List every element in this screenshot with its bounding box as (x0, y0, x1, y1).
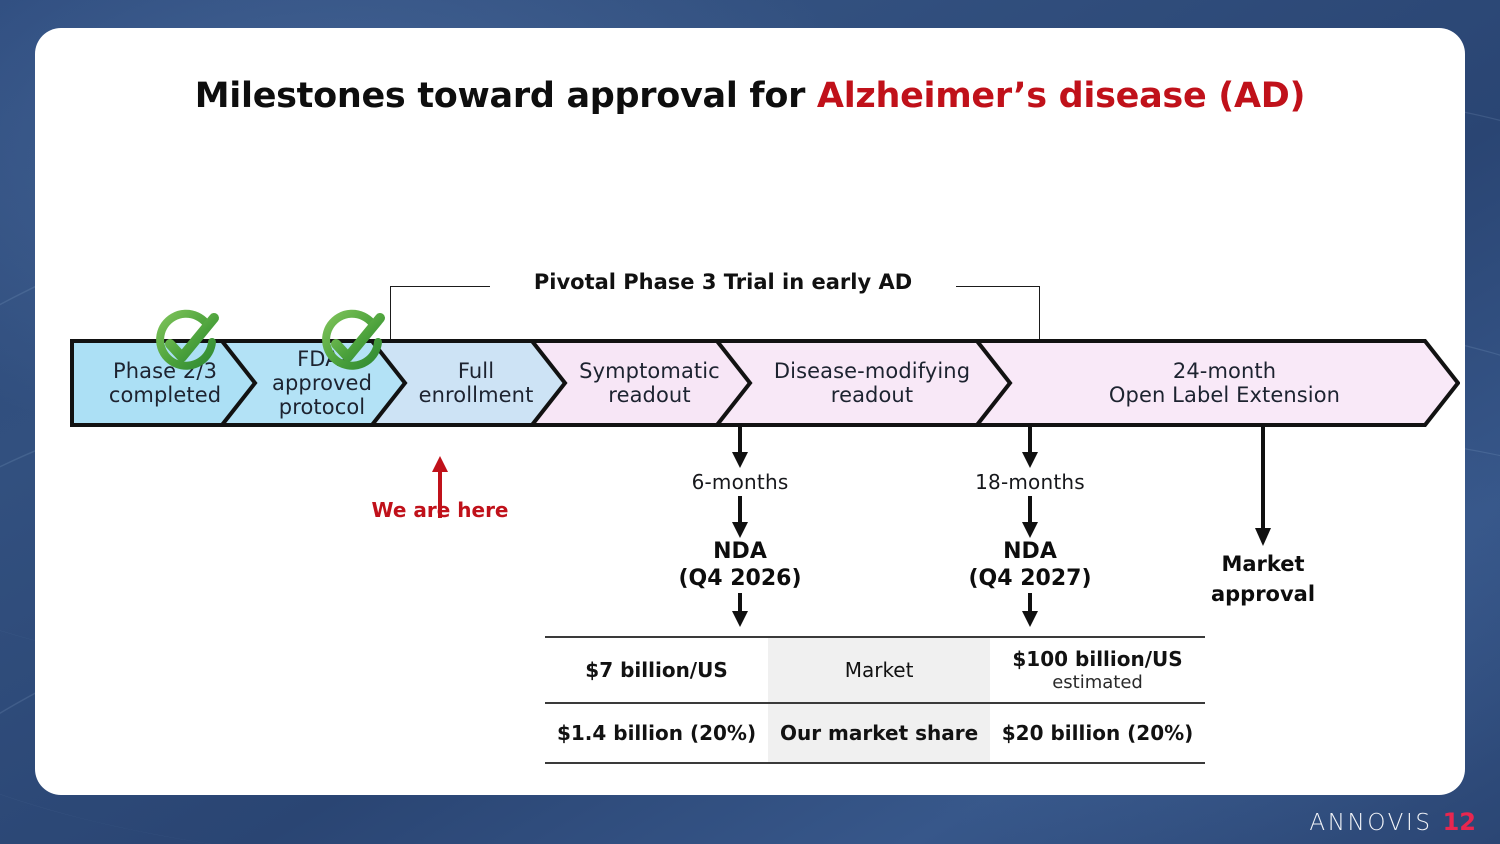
timeline-segment-label: Full enrollment (407, 359, 534, 407)
branch-eighteen-months: 18-months NDA (Q4 2027) (930, 426, 1130, 628)
table-row: $1.4 billion (20%) Our market share $20 … (545, 702, 1205, 764)
branch-market-approval: Market approval (1163, 426, 1363, 606)
segment-line-2: readout (608, 383, 691, 407)
duration-label: 18-months (975, 470, 1085, 494)
market-approval-line-1: Market (1221, 552, 1305, 576)
down-arrow-icon (1163, 426, 1363, 546)
segment-line-1: Symptomatic (579, 358, 720, 383)
segment-line-1: 24-month (1172, 358, 1277, 383)
market-table: $7 billion/US Market $100 billion/US est… (545, 636, 1205, 764)
timeline-segment-label: FDA- approved protocol (258, 347, 372, 419)
chevron-shape (975, 338, 1460, 428)
brand-logo: ANNOVIS (1309, 810, 1433, 836)
cell-value: Our market share (779, 721, 979, 745)
green-check-icon (315, 306, 389, 380)
page-title: Milestones toward approval for Alzheimer… (35, 76, 1465, 116)
down-arrow-icon (930, 426, 1130, 468)
table-cell-share-right: $20 billion (20%) (990, 702, 1205, 764)
segment-line-2: approved (271, 370, 373, 395)
nda-label-line-2: (Q4 2026) (678, 565, 802, 591)
timeline-segment-phase23[interactable]: Phase 2/3 completed (70, 338, 260, 428)
table-cell-market-size-left: $7 billion/US (545, 636, 769, 704)
cell-subvalue: estimated (1052, 672, 1143, 693)
down-arrow-icon (640, 426, 840, 468)
nda-label-line-2: (Q4 2027) (968, 565, 1092, 591)
slide-content-card: Milestones toward approval for Alzheimer… (35, 28, 1465, 795)
duration-label: 6-months (691, 470, 789, 494)
timeline-segment-label: 24-month Open Label Extension (1095, 359, 1340, 407)
cell-value: $100 billion/US (1012, 647, 1183, 671)
green-check-icon (149, 306, 223, 380)
nda-label-line-1: NDA (713, 539, 767, 564)
table-cell-row-label-share: Our market share (768, 702, 991, 764)
segment-line-2: enrollment (418, 383, 534, 407)
bracket-left-segment (390, 286, 508, 366)
cell-value: $20 billion (20%) (1001, 721, 1194, 745)
timeline-segment-open-label-extension[interactable]: 24-month Open Label Extension (975, 338, 1460, 428)
timeline-segment-label: Phase 2/3 completed (109, 359, 221, 407)
down-arrow-icon (930, 496, 1130, 538)
cell-value: Market (844, 658, 914, 682)
segment-line-1: Full (457, 358, 495, 383)
segment-line-2: completed (108, 383, 222, 407)
market-approval-line-2: approval (1210, 582, 1316, 607)
branch-six-months: 6-months NDA (Q4 2026) (640, 426, 840, 628)
timeline-segment-disease-modifying-readout[interactable]: Disease-modifying readout (715, 338, 1015, 428)
down-arrow-icon (930, 593, 1130, 628)
milestone-timeline: Phase 2/3 completed FDA- approved protoc… (35, 338, 1465, 428)
segment-line-3: protocol (278, 395, 366, 420)
page-title-accent: Alzheimer’s disease (AD) (816, 76, 1306, 116)
segment-line-2: readout (830, 383, 914, 407)
segment-line-2: Open Label Extension (1108, 383, 1341, 407)
cell-value: $1.4 billion (20%) (556, 721, 757, 745)
bracket-right-segment (930, 286, 1040, 366)
bracket-label: Pivotal Phase 3 Trial in early AD (490, 270, 956, 294)
table-cell-row-label-market: Market (768, 636, 991, 704)
phase3-bracket: Pivotal Phase 3 Trial in early AD (390, 270, 1040, 366)
slide-footer: ANNOVIS 12 (1309, 808, 1476, 836)
table-row: $7 billion/US Market $100 billion/US est… (545, 636, 1205, 704)
table-cell-share-left: $1.4 billion (20%) (545, 702, 769, 764)
we-are-here-arrow-icon (431, 456, 449, 518)
timeline-segment-symptomatic-readout[interactable]: Symptomatic readout (530, 338, 755, 428)
segment-line-1: Disease-modifying (773, 358, 971, 383)
timeline-segment-label: Symptomatic readout (565, 359, 720, 407)
timeline-segment-label: Disease-modifying readout (760, 359, 970, 407)
page-title-main: Milestones toward approval for (194, 76, 817, 116)
page-number: 12 (1442, 808, 1476, 836)
table-cell-market-size-right: $100 billion/US estimated (990, 636, 1205, 704)
cell-value: $7 billion/US (585, 658, 728, 682)
nda-label-line-1: NDA (1003, 539, 1057, 564)
down-arrow-icon (640, 593, 840, 628)
down-arrow-icon (640, 496, 840, 538)
